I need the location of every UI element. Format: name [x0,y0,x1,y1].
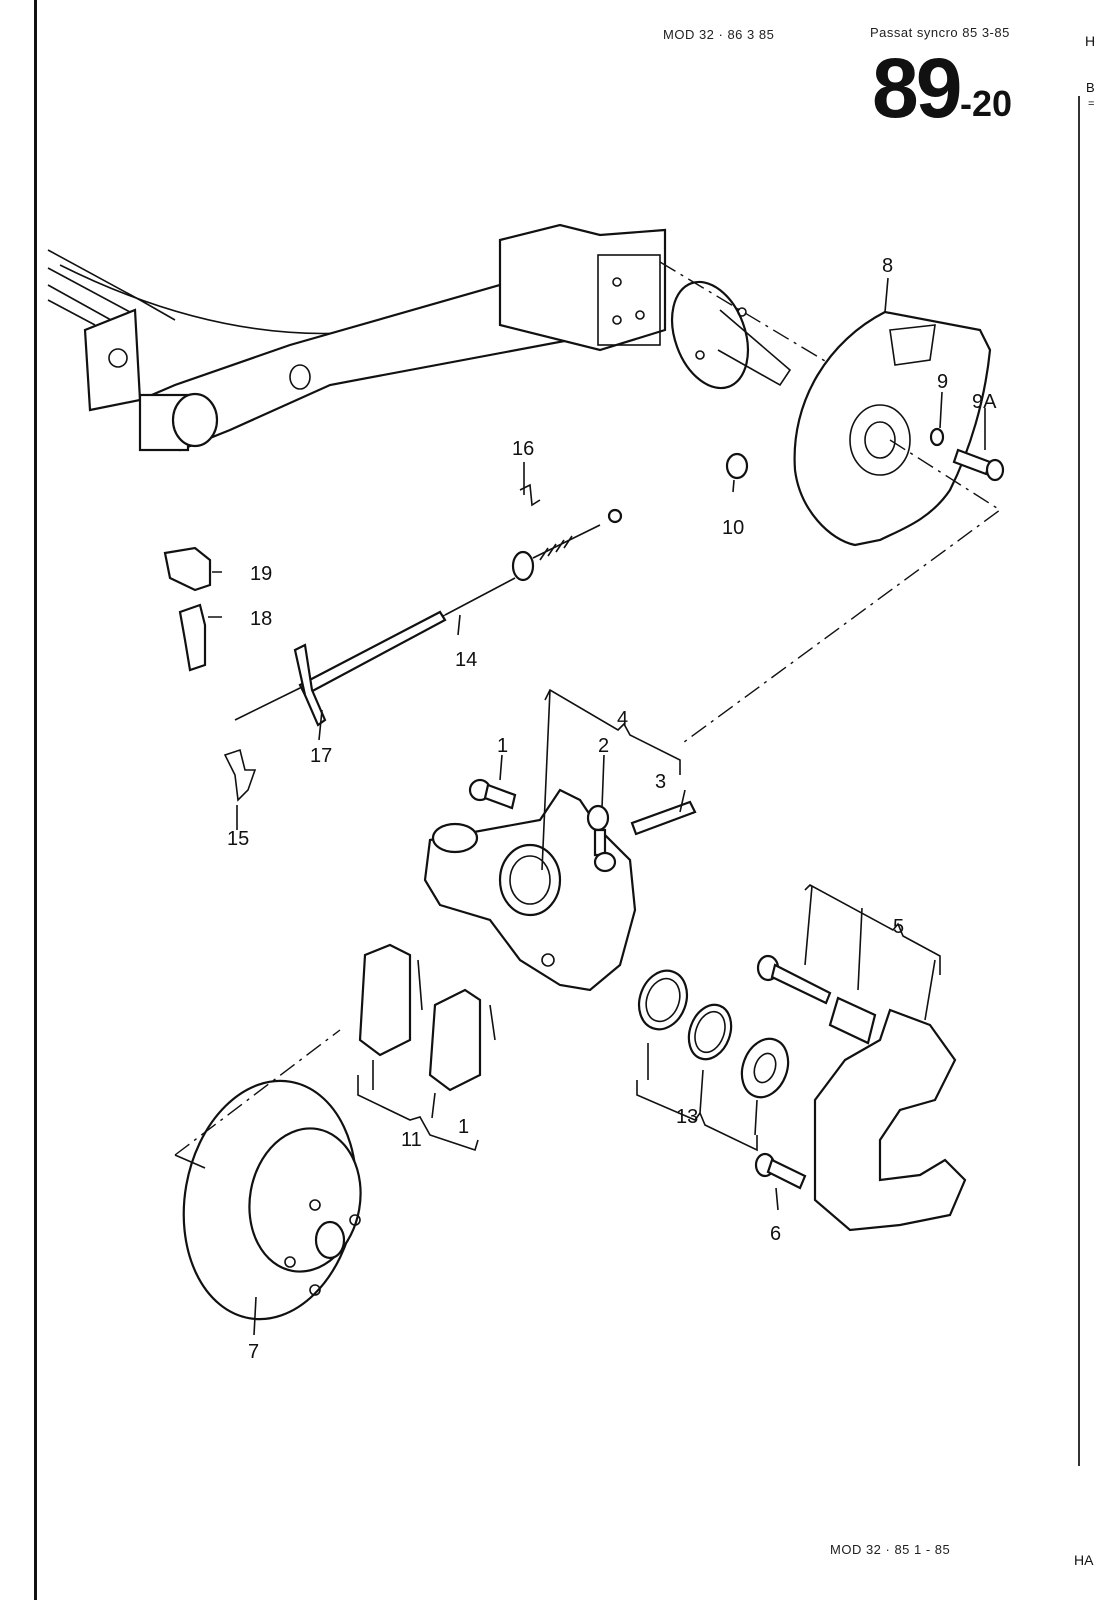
callout-10[interactable]: 10 [722,517,744,539]
dust-cap[interactable] [586,804,617,873]
spring-clip[interactable] [519,483,541,507]
clip-19[interactable] [163,546,212,592]
edge-mark-ha: HA [1074,1552,1094,1568]
cable-clip[interactable] [293,643,327,727]
page-number-suffix: -20 [960,83,1013,124]
callout-9a[interactable]: 9A [972,391,997,413]
page-number: 89 [872,41,962,135]
callout-1[interactable]: 1 [497,735,508,757]
callout-2[interactable]: 2 [598,735,609,757]
callout-9[interactable]: 9 [937,371,948,393]
header-vehicle: Passat syncro 85 3-85 [870,25,1010,40]
callout-13[interactable]: 13 [676,1106,698,1128]
callout-6[interactable]: 6 [770,1223,781,1245]
callout-11[interactable]: 11 [401,1129,422,1151]
bracket-5 [804,884,941,975]
plug[interactable] [725,452,749,480]
bolt-9a[interactable] [952,448,1005,482]
callout-4[interactable]: 4 [617,708,628,730]
carrier-bolt[interactable] [754,1152,807,1190]
callout-16[interactable]: 16 [512,438,534,460]
callout-15[interactable]: 15 [227,828,249,850]
callout-7[interactable]: 7 [248,1341,259,1363]
callout-17[interactable]: 17 [310,745,332,767]
handbrake-cable[interactable] [234,508,623,721]
brake-disc[interactable] [165,1067,374,1333]
cable-bracket[interactable] [223,748,257,802]
brake-caliper[interactable] [423,788,637,992]
callout-19[interactable]: 19 [250,563,272,585]
rear-axle-beam[interactable] [47,223,667,452]
right-margin-rule [1078,96,1080,1466]
edge-mark-b: B [1086,80,1095,95]
washer[interactable] [929,427,945,447]
caliper-carrier[interactable] [813,1008,967,1232]
guide-bolt[interactable] [468,778,517,810]
callout-1-pads[interactable]: 1 [458,1116,469,1138]
brake-pads[interactable] [358,943,496,1092]
footer-model-code: MOD 32 · 85 1 - 85 [830,1542,951,1557]
callout-14[interactable]: 14 [455,649,477,671]
backing-plate[interactable] [793,310,992,547]
callout-18[interactable]: 18 [250,608,272,630]
stub-axle[interactable] [658,271,792,398]
callout-5[interactable]: 5 [893,916,904,938]
callout-3[interactable]: 3 [655,771,666,793]
edge-mark-h: H [1085,33,1096,49]
piston-seals[interactable] [631,964,796,1104]
bracket-11 [357,1075,479,1152]
left-binding-edge [34,0,37,1600]
header-model-code: MOD 32 · 86 3 85 [663,27,775,42]
guide-pin-kit[interactable] [756,954,877,1045]
clip-18[interactable] [178,603,207,672]
bleeder-valve[interactable] [630,800,697,836]
edge-mark-eq: = [1088,98,1095,110]
bracket-4 [544,688,681,775]
callout-8[interactable]: 8 [882,255,893,277]
